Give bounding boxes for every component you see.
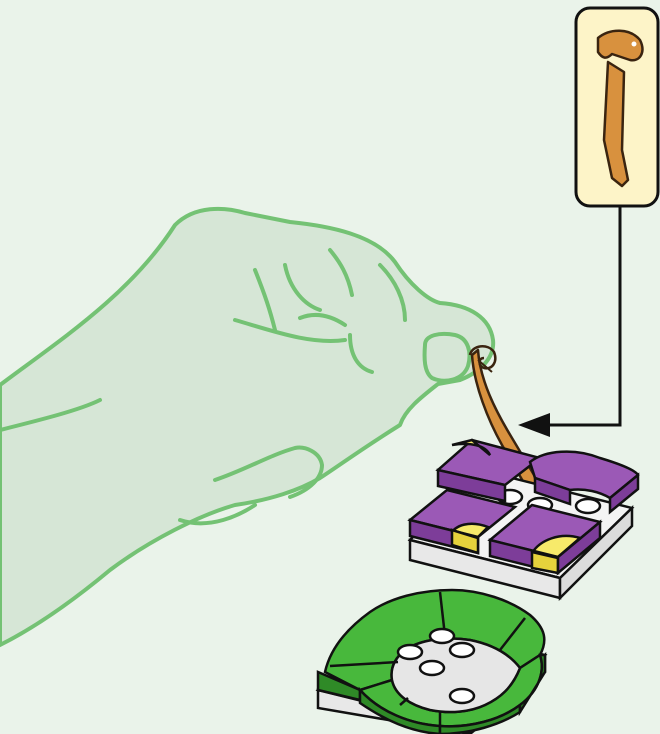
callout-panel <box>576 8 658 206</box>
green-tile-assembly <box>318 590 545 734</box>
hand-illustration <box>0 209 493 645</box>
purple-tile-assembly <box>410 440 638 598</box>
callout-arrow <box>518 206 620 437</box>
